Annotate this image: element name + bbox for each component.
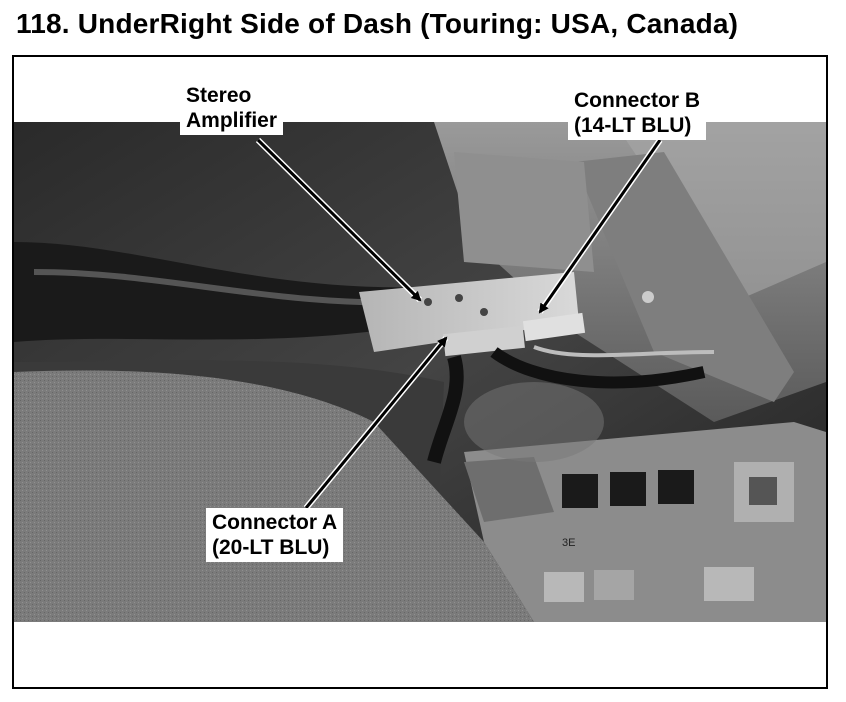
connector-a-label-line1: Connector A: [212, 511, 338, 534]
connector-a-label-line2: (20-LT BLU): [212, 536, 330, 559]
page-title: 118. UnderRight Side of Dash (Touring: U…: [16, 8, 739, 39]
carpet: [14, 370, 534, 622]
fuse-box-marking: 3E: [562, 537, 575, 549]
connector-b-label-line1: Connector B: [574, 89, 700, 112]
connector-b-label: Connector B (14-LT BLU): [568, 86, 706, 140]
stereo-amplifier-label-line1: Stereo: [186, 84, 252, 107]
under-dash-photo: 3E: [14, 122, 826, 622]
connector-a-housing: [443, 325, 525, 357]
connector-b-label-line2: (14-LT BLU): [574, 114, 692, 137]
stereo-amplifier-label: Stereo Amplifier: [180, 81, 284, 135]
stereo-amplifier-label-line2: Amplifier: [186, 109, 278, 132]
connector-a-label: Connector A (20-LT BLU): [206, 508, 344, 562]
connector-b-housing: [522, 312, 586, 342]
